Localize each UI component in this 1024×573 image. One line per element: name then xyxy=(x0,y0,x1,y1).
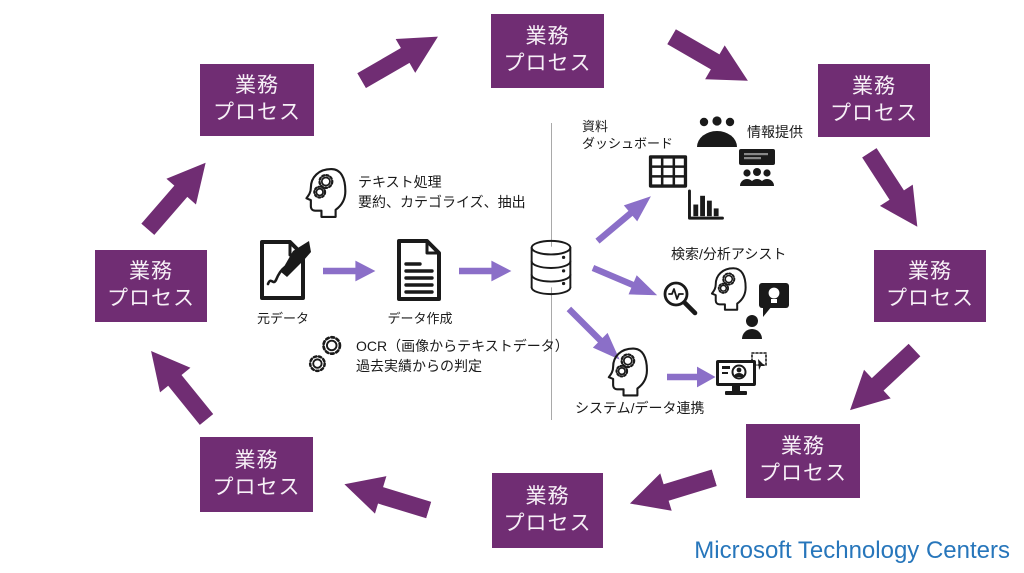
dashboard-label-line1: 資料 xyxy=(582,119,609,134)
source-data-label: 元データ xyxy=(256,311,309,326)
text-processing-detail: 要約、カテゴライズ、抽出 xyxy=(358,194,526,210)
process-box-top-left: 業務 プロセス xyxy=(200,64,314,136)
meeting-people-icon xyxy=(695,116,739,148)
cycle-arrow-icon xyxy=(352,18,451,99)
text-processing-note: テキスト処理 要約、カテゴライズ、抽出 xyxy=(358,172,526,212)
cycle-arrow-icon xyxy=(851,142,935,240)
cycle-arrow-icon xyxy=(661,19,760,100)
process-box-label-line1: 業務 xyxy=(525,484,570,508)
process-box-label-line2: プロセス xyxy=(503,511,592,535)
text-processing-title: テキスト処理 xyxy=(358,174,442,190)
ocr-line1: OCR（画像からテキストデータ） xyxy=(356,338,569,354)
cycle-arrow-icon xyxy=(134,336,223,432)
system-integration-label: システム/データ連携 xyxy=(575,400,705,416)
flow-arrow-icon xyxy=(560,300,629,369)
process-box-top-right: 業務 プロセス xyxy=(818,64,930,137)
search-assist-label: 検索/分析アシスト xyxy=(671,246,787,262)
brand-text: Microsoft Technology Centers xyxy=(694,537,1010,564)
process-box-label-line1: 業務 xyxy=(235,74,279,98)
flow-arrow-icon xyxy=(590,186,661,251)
bar-chart-icon xyxy=(685,189,725,222)
info-provision-label: 情報提供 xyxy=(747,124,803,140)
ocr-note: OCR（画像からテキストデータ） 過去実績からの判定 xyxy=(356,336,569,376)
flow-arrow-icon xyxy=(588,257,664,307)
ocr-line2: 過去実績からの判定 xyxy=(356,358,482,374)
process-box-label-line2: プロセス xyxy=(886,287,974,310)
process-box-left: 業務 プロセス xyxy=(95,250,207,322)
process-box-right: 業務 プロセス xyxy=(874,250,986,322)
cycle-arrow-icon xyxy=(834,334,928,426)
process-box-label-line2: プロセス xyxy=(107,287,195,310)
ai-head-icon xyxy=(604,346,650,398)
process-box-label-line2: プロセス xyxy=(759,462,847,485)
process-box-label-line2: プロセス xyxy=(213,101,301,124)
process-box-label-line1: 業務 xyxy=(852,74,896,98)
data-creation-label: データ作成 xyxy=(387,311,453,326)
magnifier-waveform-icon xyxy=(661,279,699,317)
dashboard-label: 資料 ダッシュボード xyxy=(582,118,673,152)
source-document-icon xyxy=(255,237,311,303)
cycle-arrow-icon xyxy=(133,148,224,243)
process-box-label-line1: 業務 xyxy=(525,25,570,49)
process-box-label-line2: プロセス xyxy=(503,52,592,75)
monitor-automation-icon xyxy=(714,352,768,400)
cycle-arrow-icon xyxy=(622,457,720,523)
process-box-label-line1: 業務 xyxy=(129,260,173,284)
ai-head-icon xyxy=(302,166,348,220)
flow-arrow-icon xyxy=(459,259,513,283)
database-icon xyxy=(527,238,575,298)
process-box-top-center: 業務 プロセス xyxy=(491,14,604,88)
process-box-label-line1: 業務 xyxy=(908,260,952,284)
presentation-audience-icon xyxy=(735,148,779,188)
table-icon xyxy=(648,155,688,188)
process-box-label-line1: 業務 xyxy=(781,435,825,459)
process-box-bottom-center: 業務 プロセス xyxy=(492,473,603,548)
created-document-icon xyxy=(393,237,445,303)
ai-head-icon xyxy=(708,266,748,312)
process-box-label-line2: プロセス xyxy=(212,475,301,499)
process-box-label-line1: 業務 xyxy=(234,448,279,472)
flow-arrow-icon xyxy=(323,259,377,283)
process-box-bottom-left: 業務 プロセス xyxy=(200,437,313,512)
process-box-label-line2: プロセス xyxy=(830,101,918,125)
dashboard-label-line2: ダッシュボード xyxy=(582,136,674,151)
cycle-arrow-icon xyxy=(337,463,435,529)
process-box-bottom-right: 業務 プロセス xyxy=(746,424,860,498)
person-idea-bubble-icon xyxy=(742,283,790,339)
gears-icon xyxy=(305,331,347,379)
flow-arrow-icon xyxy=(667,365,717,389)
